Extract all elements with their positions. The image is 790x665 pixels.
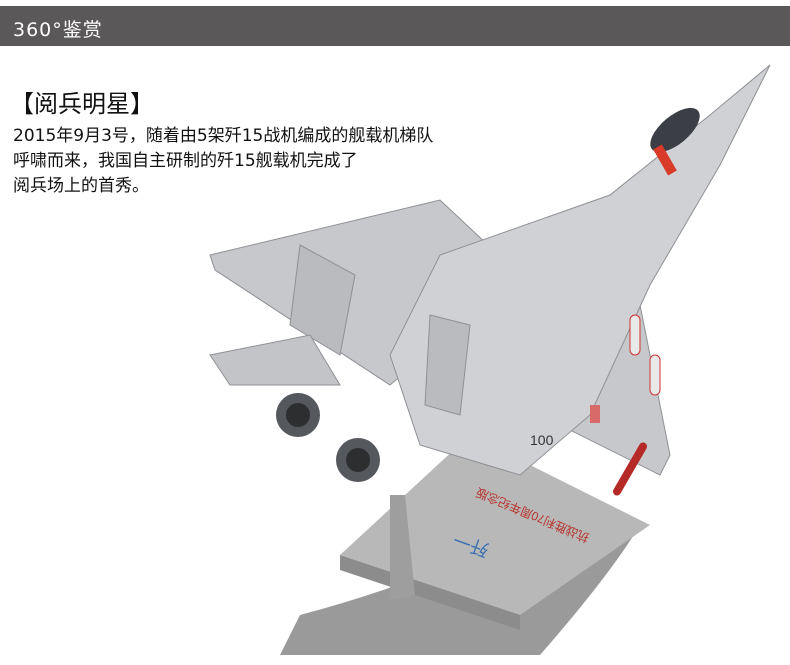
section-header-bar: 360°鉴赏 — [0, 6, 790, 46]
canopy — [650, 107, 700, 153]
tail-number: 100 — [530, 432, 554, 448]
description-line: 阅兵场上的首秀。 — [13, 176, 149, 196]
description-line: 2015年9月3号，随着由5架歼15战机编成的舰载机梯队 — [13, 126, 434, 146]
section-heading: 【阅兵明星】 — [10, 90, 154, 118]
section-header-title: 360°鉴赏 — [13, 19, 103, 41]
aircraft-model-image: 歼一 抗战胜利70周年纪念版 100 — [209, 64, 771, 655]
fuselage — [389, 64, 771, 476]
description-line: 呼啸而来，我国自主研制的歼15舰载机完成了 — [13, 151, 358, 171]
section-description: 2015年9月3号，随着由5架歼15战机编成的舰载机梯队 呼啸而来，我国自主研制… — [13, 124, 433, 199]
